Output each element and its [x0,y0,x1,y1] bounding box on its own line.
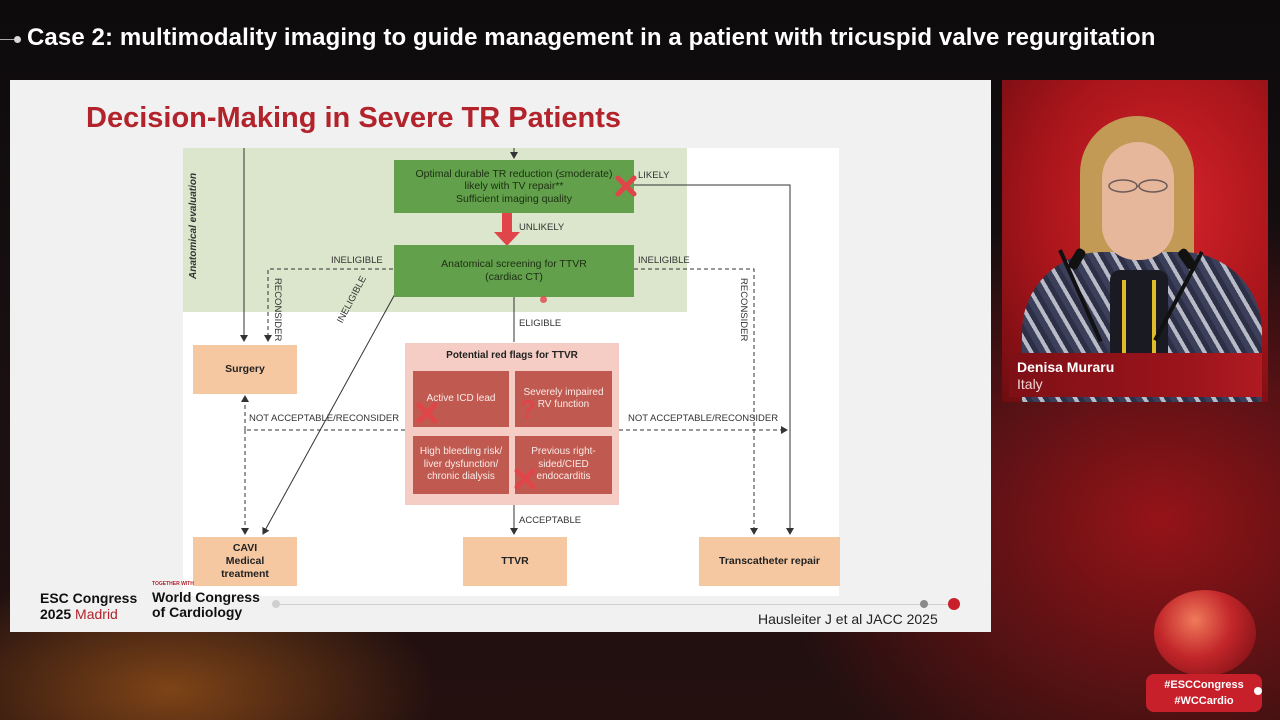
flag-text: RV function [537,399,590,410]
cavi-box: CAVI Medical treatment [193,537,297,586]
world-congress-logo: TOGETHER WITH World Congress of Cardiolo… [152,581,260,620]
flag-text: sided/CIED [538,458,589,470]
flag-text: chronic dialysis [427,471,495,483]
hashtag-badge: #ESCCongress #WCCardio [1146,674,1262,712]
cavi-line-1: CAVI [232,541,258,554]
laser-pointer-dot [540,296,547,303]
label-ineligible-left: INELIGIBLE [331,255,383,266]
label-not-acceptable-left: NOT ACCEPTABLE/RECONSIDER [249,413,400,424]
speaker-video [1002,80,1268,402]
flag-text: endocarditis [536,471,591,483]
anatomical-screening-box: Anatomical screening for TTVR (cardiac C… [394,245,634,297]
flag-text: High bleeding risk/ [419,446,503,458]
cavi-line-3: treatment [221,568,269,581]
transcatheter-repair-box: Transcatheter repair [699,537,840,586]
slide-citation: Hausleiter J et al JACC 2025 [758,611,938,627]
stream-title: Case 2: multimodality imaging to guide m… [27,24,1156,51]
flag-text: Active ICD lead [426,392,496,404]
flowchart: Anatomical evaluation [183,148,840,596]
speaker-face [1102,142,1174,260]
surgery-box: Surgery [193,345,297,394]
flag-text: liver dysfunction/ [423,458,499,470]
progress-red-dot [948,598,960,610]
optimal-line-2: likely with TV repair** [464,180,564,193]
cross-mark-icon [416,402,438,424]
title-line [0,39,14,40]
cavi-line-2: Medical [225,554,265,567]
speaker-nameplate: Denisa Muraru Italy [1009,353,1262,397]
label-eligible: ELIGIBLE [519,318,562,329]
hashtag-wc: #WCCardio [1174,695,1234,707]
screening-line-1: Anatomical screening for TTVR [441,258,587,271]
esc-logo-line1: ESC Congress [40,590,138,606]
optimal-line-1: Optimal durable TR reduction (≤moderate) [415,167,613,180]
flag-bleeding-risk: High bleeding risk/ liver dysfunction/ c… [413,436,509,494]
flag-text: Previous right- [531,446,596,458]
wc-logo-line1: World Congress [152,589,260,605]
cross-mark-icon [514,468,536,490]
speaker-name: Denisa Muraru [1017,359,1115,375]
label-reconsider-left: RECONSIDER [272,278,283,342]
live-dot-icon [1254,687,1262,695]
flowchart-connectors [240,148,794,535]
progress-start-dot [272,600,280,608]
question-mark-icon: ? [520,394,536,424]
slide-progress-track [276,604,956,605]
wc-logo-line2: of Cardiology [152,603,243,620]
red-flags-title: Potential red flags for TTVR [446,350,578,361]
label-ineligible-right: INELIGIBLE [638,255,690,266]
optimal-line-3: Sufficient imaging quality [456,192,572,205]
flag-rv-function: Severely impaired RV function [515,371,612,427]
flag-text: Severely impaired [523,386,604,398]
glasses-icon [1108,179,1168,193]
presentation-slide: Decision-Making in Severe TR Patients An… [10,80,991,632]
arrow-down-icon [494,212,520,246]
esc-logo-city: Madrid [75,606,118,622]
progress-grey-dot [920,600,928,608]
label-not-acceptable-right: NOT ACCEPTABLE/RECONSIDER [628,413,779,424]
stream-title-bar: Case 2: multimodality imaging to guide m… [0,22,1280,58]
ttvr-box: TTVR [463,537,567,586]
slide-heading: Decision-Making in Severe TR Patients [86,102,622,134]
label-reconsider-right: RECONSIDER [738,278,749,342]
speaker-country: Italy [1017,376,1043,392]
hashtag-esc: #ESCCongress [1164,679,1244,691]
red-flags-panel: Potential red flags for TTVR Active ICD … [405,343,619,505]
label-likely: LIKELY [638,170,670,181]
label-unlikely: UNLIKELY [519,222,565,233]
wc-logo-tiny: TOGETHER WITH [152,581,194,587]
esc-logo-year: 2025 [40,606,72,622]
optimal-reduction-box: Optimal durable TR reduction (≤moderate)… [394,160,634,213]
label-acceptable: ACCEPTABLE [519,515,582,526]
cross-mark-icon [615,175,637,197]
esc-congress-logo: ESC Congress 2025 Madrid [40,590,137,622]
title-dot-icon [14,36,21,43]
speaker-lanyard [1122,280,1156,380]
screening-line-2: (cardiac CT) [485,271,543,283]
esc-globe-logo-icon [1154,590,1256,676]
